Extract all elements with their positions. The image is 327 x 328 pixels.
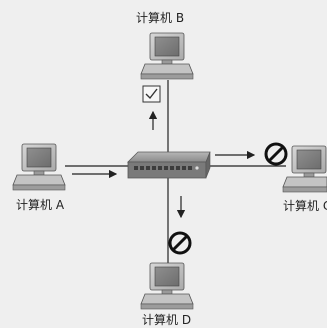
switch-icon <box>127 151 211 179</box>
computer-d-icon <box>140 262 194 310</box>
computer-c-icon <box>282 145 327 193</box>
switch-ports <box>134 166 192 170</box>
computer-b-icon <box>140 32 194 80</box>
computer-d-label: 计算机 D <box>142 313 192 327</box>
connection-lines <box>65 80 286 264</box>
prohibited-icon <box>168 231 192 255</box>
computer-b-label: 计算机 B <box>136 11 185 25</box>
computer-a-label: 计算机 A <box>16 198 65 212</box>
prohibited-icon <box>264 142 288 166</box>
arrows <box>72 110 256 219</box>
computer-c-label: 计算机 C <box>283 199 327 213</box>
computer-a-icon <box>12 143 66 191</box>
checkmark-icon <box>142 85 161 103</box>
